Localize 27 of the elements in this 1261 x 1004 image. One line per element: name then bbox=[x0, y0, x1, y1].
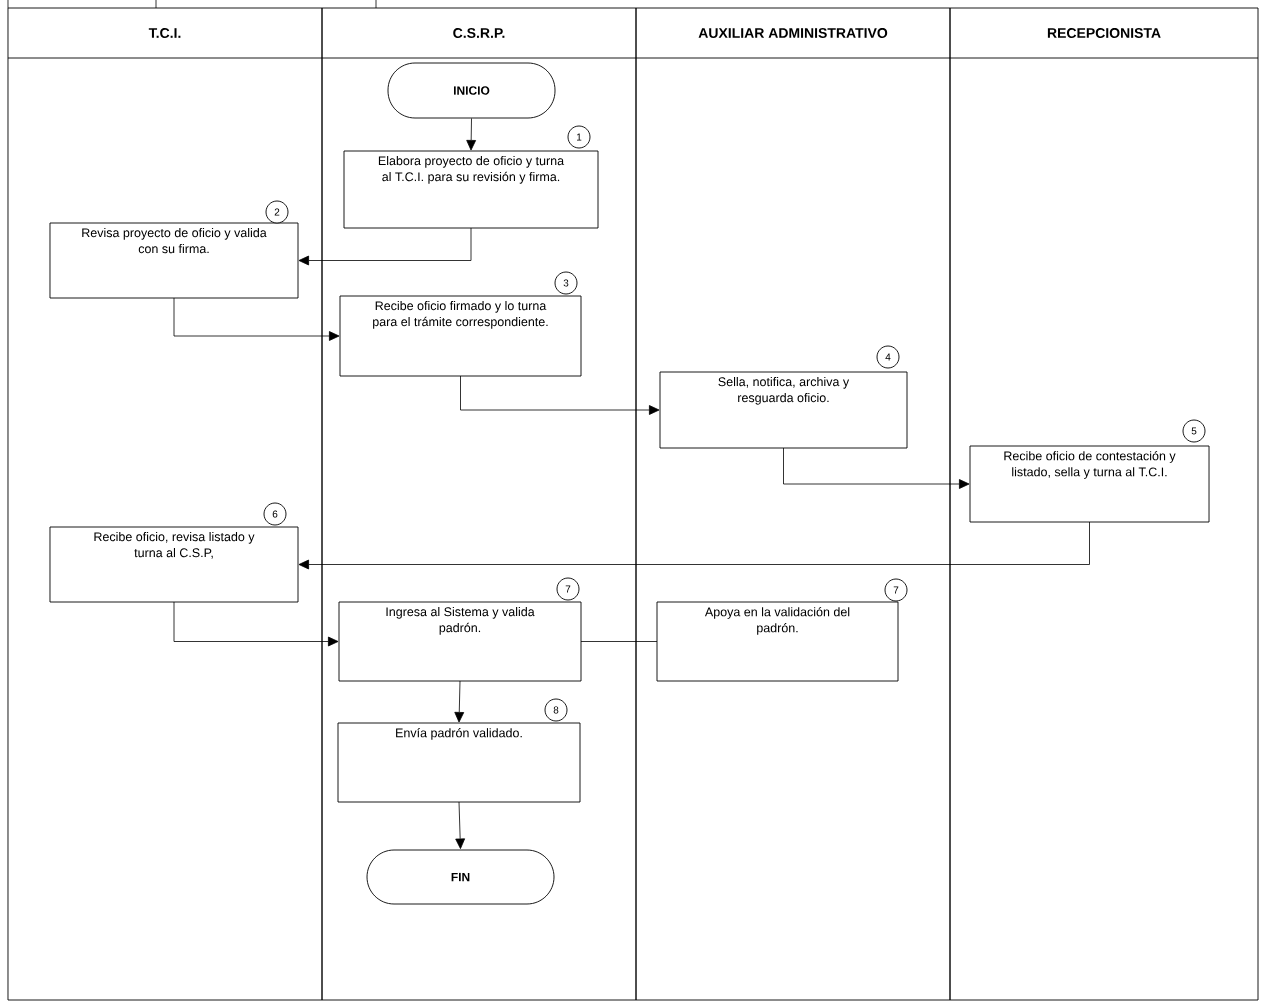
process-box: Revisa proyecto de oficio y valida con su firma. bbox=[49, 222, 299, 299]
arrow bbox=[460, 375, 660, 415]
process-box: Elabora proyecto de oficio y turna al T.C.I. para su revisión y firma. bbox=[343, 150, 599, 229]
step-number: 1 bbox=[567, 125, 591, 149]
step-number: 7 bbox=[884, 578, 908, 602]
arrow bbox=[454, 680, 465, 723]
arrow bbox=[173, 601, 339, 647]
process-box: Sella, notifica, archiva y resguarda oficio. bbox=[659, 371, 908, 449]
arrow bbox=[783, 447, 970, 489]
process-box: Ingresa al Sistema y valida padrón. bbox=[338, 601, 582, 682]
step-number: 6 bbox=[263, 502, 287, 526]
arrow bbox=[466, 118, 477, 151]
step-number: 7 bbox=[556, 577, 580, 601]
step-number: 8 bbox=[544, 698, 568, 722]
arrow bbox=[173, 297, 340, 341]
arrow bbox=[298, 521, 1090, 570]
arrow bbox=[455, 801, 466, 849]
step-number: 3 bbox=[554, 271, 578, 295]
step-number: 5 bbox=[1182, 419, 1206, 443]
process-box: Recibe oficio firmado y lo turna para el trámite correspondiente. bbox=[339, 295, 582, 377]
process-box: Envía padrón validado. bbox=[337, 722, 581, 803]
step-number: 2 bbox=[265, 200, 289, 224]
process-box: Recibe oficio de contestación y listado, sella y turna al T.C.I. bbox=[969, 445, 1210, 523]
arrow bbox=[298, 227, 472, 266]
step-number: 4 bbox=[876, 345, 900, 369]
process-box: Apoya en la validación del padrón. bbox=[656, 601, 899, 682]
process-box: Recibe oficio, revisa listado y turna al C.S.P, bbox=[49, 526, 299, 603]
